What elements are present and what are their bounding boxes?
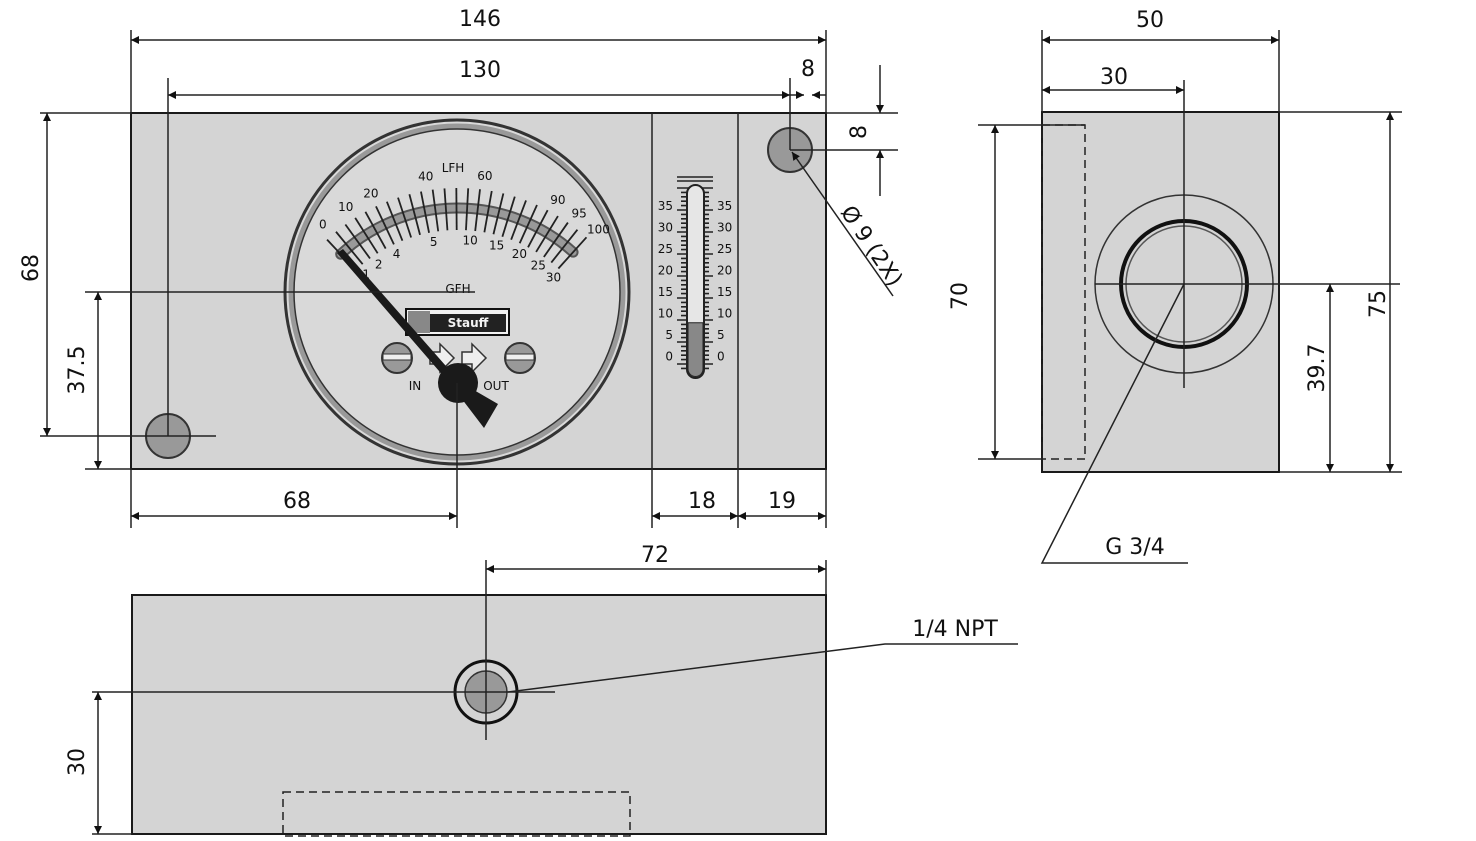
gauge-tick — [364, 211, 387, 250]
dim-port-pos: 72 — [641, 543, 669, 568]
dim-hole-edge-y: 8 — [847, 125, 872, 139]
gfh-scale-label: 30 — [546, 271, 561, 285]
in-screw-icon — [381, 342, 413, 374]
dim-port-height-bottom: 30 — [65, 748, 90, 776]
gauge-tick — [344, 223, 371, 260]
dim-therm-width: 18 — [688, 489, 716, 514]
gauge-tick — [397, 197, 412, 238]
gauge-tick — [535, 215, 559, 253]
in-label: IN — [409, 379, 422, 393]
thermometer-label-left: 15 — [658, 285, 673, 299]
side-body — [1041, 111, 1280, 473]
lfh-scale-label: 10 — [338, 200, 353, 214]
dim-height: 68 — [19, 254, 44, 282]
thermometer-label-right: 30 — [717, 221, 732, 235]
dim-overall-length: 146 — [459, 7, 501, 32]
dim-gauge-pos: 68 — [283, 489, 311, 514]
thermometer-label-right: 20 — [717, 264, 732, 278]
thermometer: 35 35 30 30 25 25 20 20 15 15 10 10 5 5 0 0 — [658, 176, 732, 379]
gauge-tick — [474, 189, 481, 232]
dim-hole-spacing: 130 — [459, 58, 501, 83]
gfh-scale-label: 15 — [489, 238, 504, 252]
gauge-tick — [386, 201, 404, 242]
thermometer-label-left: 30 — [658, 221, 673, 235]
thermometer-label-left: 25 — [658, 242, 673, 256]
lfh-scale-label: 100 — [587, 222, 610, 236]
lfh-scale-label: 60 — [477, 169, 492, 183]
gauge-tick — [550, 229, 579, 264]
dim-inner-height: 70 — [948, 282, 973, 310]
thermometer-label-left: 5 — [665, 328, 673, 342]
gfh-scale-label: 20 — [512, 247, 527, 261]
gauge-tick — [527, 209, 549, 248]
gfh-scale-label: 25 — [531, 258, 546, 272]
gauge-tick — [557, 236, 588, 270]
gauge-tick — [518, 204, 538, 244]
lfh-scale-label: 95 — [571, 206, 586, 220]
gfh-scale-label: 1 — [362, 267, 370, 281]
hole-callout: Ø 9 (2X) — [835, 201, 907, 291]
out-label: OUT — [483, 379, 509, 393]
thermometer-label-right: 15 — [717, 285, 732, 299]
dim-hole-edge-x: 8 — [801, 57, 815, 82]
gauge-tick — [483, 190, 493, 233]
gauge-tick — [408, 194, 421, 236]
side-view: 50 30 70 75 39.7 G 3/4 — [948, 8, 1402, 564]
gauge-tick — [510, 200, 527, 241]
thermometer-label-right: 0 — [717, 350, 725, 364]
lfh-scale-label: 0 — [319, 218, 327, 232]
brand-name: Stauff — [448, 316, 489, 330]
hidden-cavity-bottom — [282, 791, 631, 837]
gauge-tick — [492, 193, 505, 235]
hidden-cavity — [1041, 124, 1086, 460]
thermometer-label-right: 35 — [717, 199, 732, 213]
gauge-tick — [501, 196, 516, 237]
needle-hub — [438, 363, 478, 403]
gauge-tick — [420, 191, 430, 233]
dim-end-width: 19 — [768, 489, 796, 514]
thermometer-label-right: 5 — [717, 328, 725, 342]
thermometer-level — [687, 322, 704, 377]
gfh-scale-label: 4 — [393, 247, 401, 261]
thermometer-label-left: 20 — [658, 264, 673, 278]
dim-side-height: 75 — [1366, 290, 1391, 318]
gauge-tick — [354, 217, 379, 254]
dim-hole-height: 37.5 — [65, 346, 90, 395]
gfh-scale-label: 5 — [430, 235, 438, 249]
lfh-scale-label: 40 — [418, 170, 433, 184]
thermometer-label-left: 35 — [658, 199, 673, 213]
thermometer-label-right: 10 — [717, 307, 732, 321]
gauge-tick — [375, 206, 395, 245]
gauge-tick — [431, 189, 440, 232]
out-screw-icon — [504, 342, 536, 374]
gfh-scale-label: 10 — [463, 234, 478, 248]
gauge-tick — [543, 222, 569, 258]
gfh-scale-label: 2 — [375, 258, 383, 272]
dim-side-width: 50 — [1136, 8, 1164, 33]
gauge-tick — [465, 188, 470, 231]
lfh-scale-label: 20 — [363, 186, 378, 200]
thermometer-label-left: 10 — [658, 307, 673, 321]
gauge-tick — [443, 188, 449, 231]
unit-lfh: LFH — [442, 161, 465, 175]
bottom-view: 72 30 1/4 NPT — [65, 543, 1018, 837]
gauge-ticks — [326, 187, 588, 271]
thermometer-label-right: 25 — [717, 242, 732, 256]
thread-callout-npt: 1/4 NPT — [912, 617, 998, 642]
lfh-scale-label: 90 — [550, 193, 565, 207]
thread-callout-g34: G 3/4 — [1105, 535, 1164, 560]
dim-port-center-x: 30 — [1100, 65, 1128, 90]
thermometer-label-left: 0 — [665, 350, 673, 364]
brand-logo: Stauff — [405, 308, 510, 336]
unit-gfh: GFH — [445, 282, 470, 296]
dim-port-height: 39.7 — [1305, 344, 1330, 393]
gauge-tick — [335, 231, 364, 265]
